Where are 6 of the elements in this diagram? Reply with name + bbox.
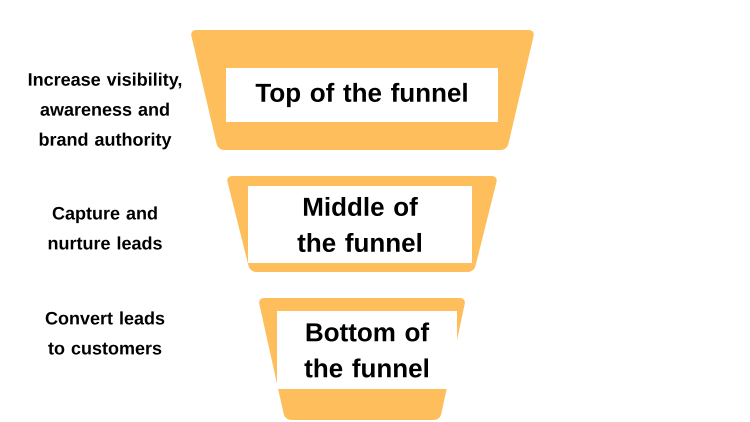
funnel-section: Bottom of the funnel [259, 298, 465, 420]
funnel-section: Top of the funnel [191, 30, 534, 150]
side-note: Capture and nurture leads [48, 206, 162, 250]
funnel-section: Middle of the funnel [227, 176, 497, 272]
side-note: Increase visibility, awareness and brand authority [28, 72, 182, 150]
side-note: Convert leads to customers [46, 311, 164, 355]
